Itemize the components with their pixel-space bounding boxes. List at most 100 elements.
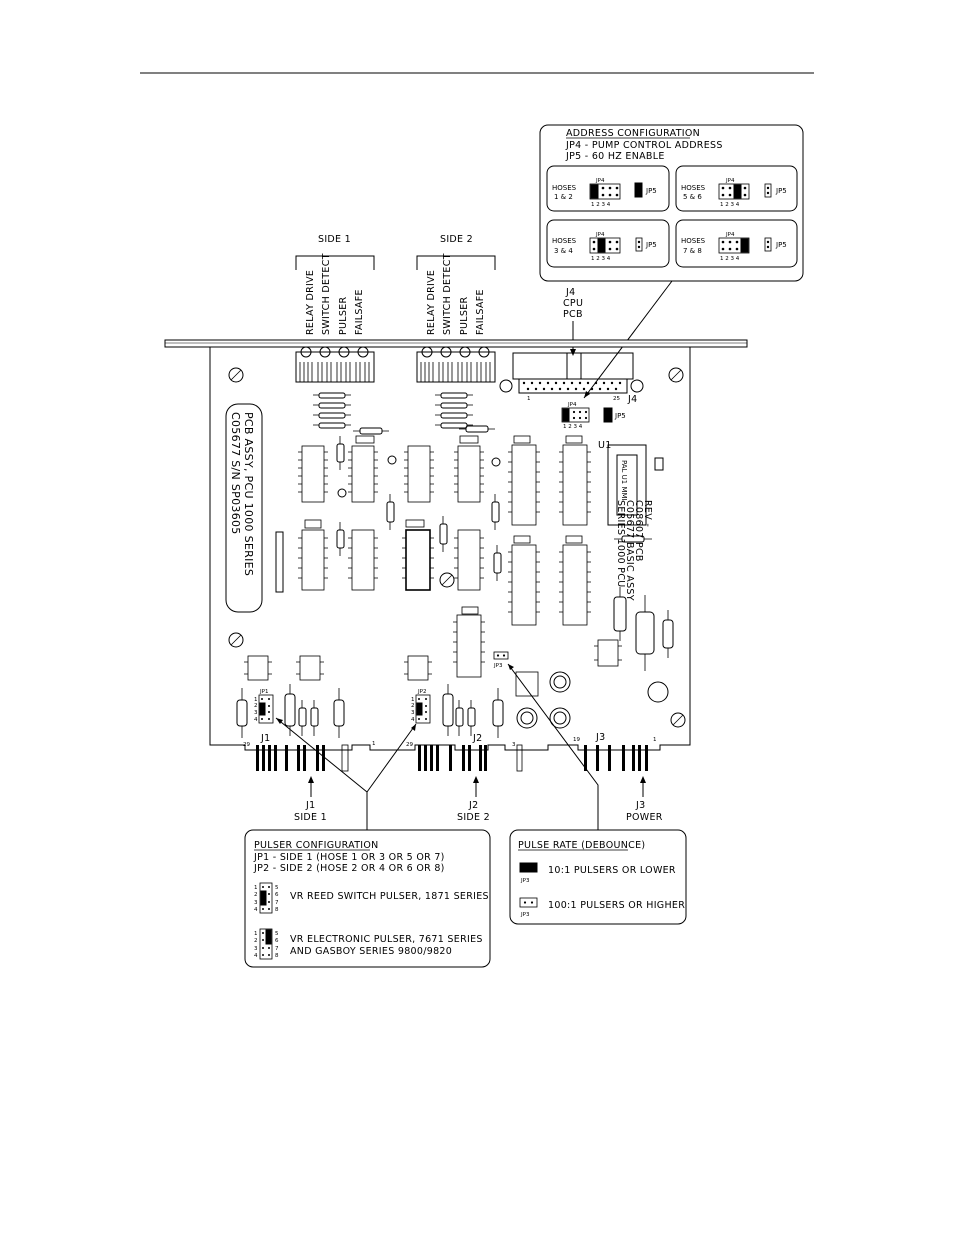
pulse-rate-title: PULSE RATE (DEBOUNCE): [518, 840, 645, 851]
pulse-rate-option-2: 100:1 PULSERS OR HIGHER: [548, 900, 685, 911]
jp4-pin-numbers: 1 2 3 4: [720, 202, 740, 208]
electronic-pin-4: 4: [254, 953, 258, 959]
side-1-relay-drive: RELAY DRIVE: [305, 270, 316, 335]
board-jp2-label: JP2: [417, 689, 426, 695]
pal-u1-text: PAL U1 MMI: [620, 460, 628, 501]
u1-label: U1: [598, 440, 612, 451]
electronic-pin-6: 6: [275, 938, 279, 944]
jp2-pin-4: 4: [411, 717, 415, 723]
jp5-label: JP5: [775, 187, 787, 195]
jp2-pin-2: 2: [411, 703, 415, 709]
pulse-rate-option-1: 10:1 PULSERS OR LOWER: [548, 865, 676, 876]
reed-pin-2: 2: [254, 892, 258, 898]
pulser-config-jp2: JP2 - SIDE 2 (HOSE 2 OR 4 OR 6 OR 8): [253, 863, 445, 874]
side-1-switch-detect: SWITCH DETECT: [321, 253, 332, 335]
jp4-pin-numbers: 1 2 3 4: [591, 256, 611, 262]
board-jp3-label: JP3: [493, 663, 503, 669]
jumper-shunt: [597, 238, 606, 253]
jp4-label: JP4: [725, 232, 735, 238]
j3-pin-19: 19: [573, 737, 580, 743]
side-1-top-connector: [295, 346, 375, 383]
board-jp5-label: JP5: [614, 412, 626, 420]
hoses-5-6-number: 5 & 6: [683, 193, 702, 201]
j4-pin-25: 25: [613, 396, 620, 402]
silk-pcb: C08607 PCB: [633, 500, 644, 562]
silkscreen-part-number: C05677 S/N SP03605 PCB ASSY, PCU 1000 SE…: [225, 403, 263, 613]
j1-callout-line2: SIDE 1: [294, 812, 327, 823]
dip-chips: [301, 435, 588, 678]
jp5-label: JP5: [645, 241, 657, 249]
j1-label: J1: [260, 733, 270, 744]
j2-callout: J2 SIDE 2: [457, 776, 490, 823]
address-config-title: ADDRESS CONFIGURATION: [566, 128, 700, 139]
electronic-pin-1: 1: [254, 931, 258, 937]
pulser-config-title: PULSER CONFIGURATION: [254, 840, 379, 851]
board-jp3: JP3: [493, 651, 509, 669]
hoses-7-8-label: HOSES: [681, 237, 706, 245]
address-configuration-panel: ADDRESS CONFIGURATION JP4 - PUMP CONTROL…: [539, 124, 804, 282]
jp-area-resistors: [236, 684, 504, 738]
j2-label: J2: [472, 733, 482, 744]
jp4-pin-numbers: 1 2 3 4: [720, 256, 740, 262]
edge-connector-j1: 29 J1 1: [243, 733, 376, 772]
electronic-pin-8: 8: [275, 953, 279, 959]
j3-pin-1: 1: [653, 737, 657, 743]
j3-callout: J3 POWER: [626, 776, 663, 823]
jp1-pin-4: 4: [254, 717, 258, 723]
j3-label: J3: [595, 732, 605, 743]
board-jp2: JP2 1 2 3 4: [411, 689, 431, 724]
hoses-5-6-config: HOSES 5 & 6 JP4 1 2 3 4 JP5: [675, 165, 798, 212]
hoses-1-2-label: HOSES: [552, 184, 577, 192]
reed-pin-6: 6: [275, 892, 279, 898]
electronic-pulser-line1: VR ELECTRONIC PULSER, 7671 SERIES: [290, 934, 483, 945]
vertical-components: [275, 436, 674, 671]
jp1-pin-2: 2: [254, 703, 258, 709]
jp5-shunt: [634, 182, 643, 198]
reed-pin-7: 7: [275, 900, 279, 906]
pulser-configuration-panel: PULSER CONFIGURATION JP1 - SIDE 1 (HOSE …: [244, 829, 491, 968]
reed-switch-description: VR REED SWITCH PULSER, 1871 SERIES: [290, 891, 489, 902]
j2-callout-line2: SIDE 2: [457, 812, 490, 823]
mounting-bracket: [164, 339, 748, 348]
electronic-pin-2: 2: [254, 938, 258, 944]
j2-pin-3: 3: [512, 742, 516, 748]
jumper-shunt: [733, 184, 742, 199]
hoses-5-6-label: HOSES: [681, 184, 706, 192]
side-1-failsafe: FAILSAFE: [354, 289, 365, 335]
hoses-3-4-label: HOSES: [552, 237, 577, 245]
jp4-label: JP4: [725, 178, 735, 184]
hoses-3-4-config: HOSES 3 & 4 JP4 1 2 3 4 JP5: [546, 219, 670, 268]
pulser-config-jp1: JP1 - SIDE 1 (HOSE 1 OR 3 OR 5 OR 7): [253, 852, 445, 863]
bottom-capacitors: [516, 671, 669, 729]
jp1-pin-1: 1: [254, 697, 258, 703]
hoses-1-2-config: HOSES 1 & 2 JP4 1 2 3 4 JP5: [546, 165, 670, 212]
j4-label: J4: [627, 394, 637, 405]
electronic-pulser-jumper: 1 2 3 4 5 6 7 8: [254, 928, 279, 960]
silk-assembly: PCB ASSY, PCU 1000 SERIES: [242, 412, 255, 576]
jp5-label: JP5: [645, 187, 657, 195]
pulser-leaders: [275, 717, 417, 830]
jp2-pin-1: 1: [411, 697, 415, 703]
j3-callout-line2: POWER: [626, 812, 663, 823]
jp4-label: JP4: [595, 232, 605, 238]
j1-pin-29: 29: [243, 742, 250, 748]
silk-basic-assy: C05677 BASIC ASSY: [624, 500, 635, 601]
silkscreen-series: SERIES 1000 PCU C05677 BASIC ASSY C08607…: [615, 457, 664, 601]
reed-pin-8: 8: [275, 907, 279, 913]
jp1-pin-3: 3: [254, 710, 258, 716]
edge-connector-j3: 19 J3 1: [573, 732, 657, 771]
side-2-pulser: PULSER: [459, 296, 470, 335]
jp3-shunt-installed: [519, 862, 538, 873]
j3-callout-line1: J3: [635, 800, 645, 811]
side-2-relay-drive: RELAY DRIVE: [426, 270, 437, 335]
jumper-shunt: [740, 238, 749, 253]
silk-serial: C05677 S/N SP03605: [229, 412, 242, 535]
board-jp4-jp5: JP4 1 2 3 4 JP5: [561, 402, 626, 430]
side-2-switch-detect: SWITCH DETECT: [442, 253, 453, 335]
pulse-rate-jp3-a: JP3: [520, 878, 530, 884]
j2-pin-29: 29: [406, 742, 413, 748]
u1-pal-chip: U1 PAL U1 MMI: [598, 440, 647, 526]
side-1-pulser: PULSER: [338, 296, 349, 335]
j1-callout-line1: J1: [305, 800, 315, 811]
